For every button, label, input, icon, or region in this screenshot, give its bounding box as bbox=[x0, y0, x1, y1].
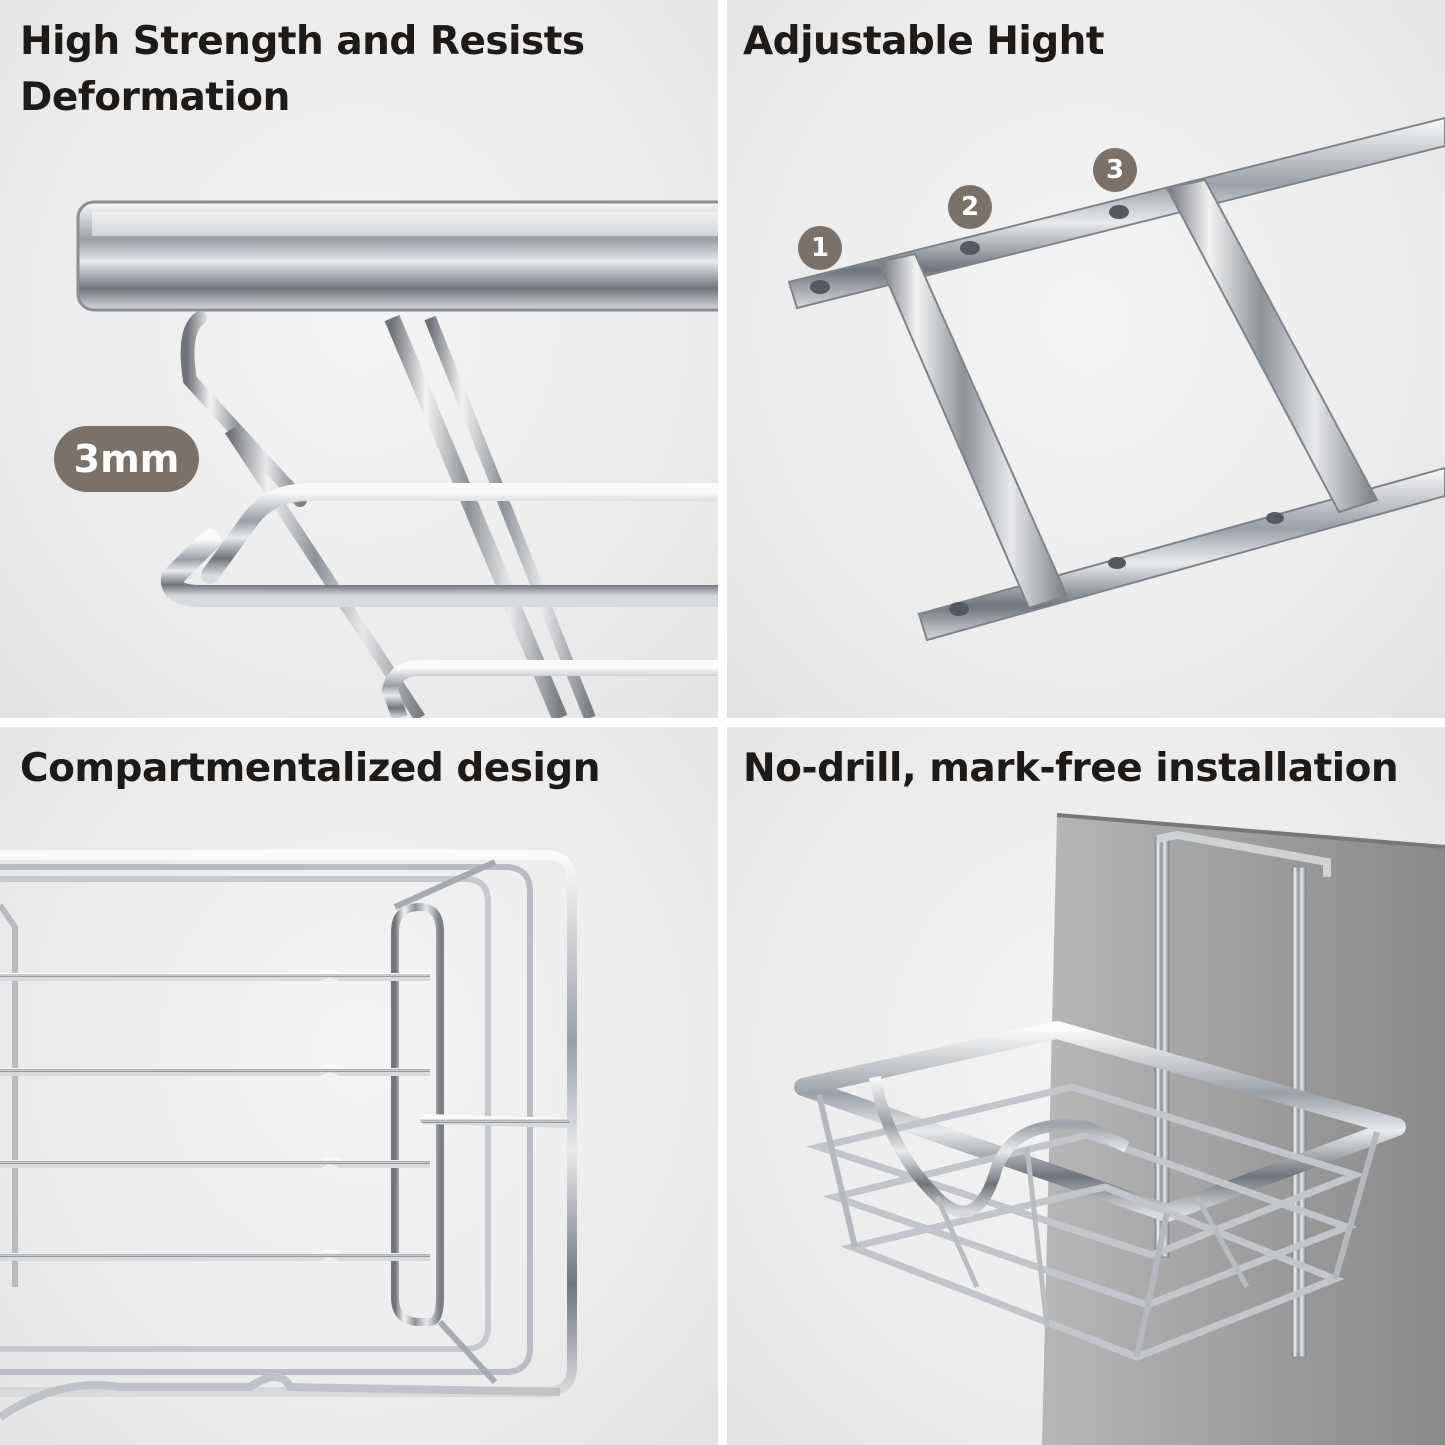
panel-title: Compartmentalized design bbox=[20, 746, 601, 791]
title-line-2: Deformation bbox=[20, 75, 290, 120]
height-position-2-badge: 2 bbox=[948, 185, 992, 229]
panel-title: No-drill, mark-free installation bbox=[743, 746, 1399, 791]
over-door-basket-illustration bbox=[794, 813, 1445, 1445]
height-position-1-badge: 1 bbox=[798, 226, 842, 270]
thickness-badge: 3mm bbox=[54, 426, 199, 492]
thick-rim-illustration bbox=[76, 200, 718, 718]
panel-installation: No-drill, mark-free installation bbox=[727, 727, 1445, 1445]
height-position-3-badge: 3 bbox=[1093, 148, 1137, 192]
panel-adjustable-height: Adjustable Hight 1 2 3 bbox=[727, 0, 1445, 718]
wire-basket-top-view-illustration bbox=[0, 850, 577, 1421]
panel-title: Adjustable Hight bbox=[743, 19, 1105, 64]
panel-title: High Strength and Resists Deformation bbox=[20, 14, 585, 126]
panel-compartments: Compartmentalized design bbox=[0, 727, 718, 1445]
title-line-1: High Strength and Resists bbox=[20, 19, 585, 64]
panel-strength: High Strength and Resists Deformation 3m… bbox=[0, 0, 718, 718]
mounting-bracket-illustration bbox=[787, 116, 1445, 642]
